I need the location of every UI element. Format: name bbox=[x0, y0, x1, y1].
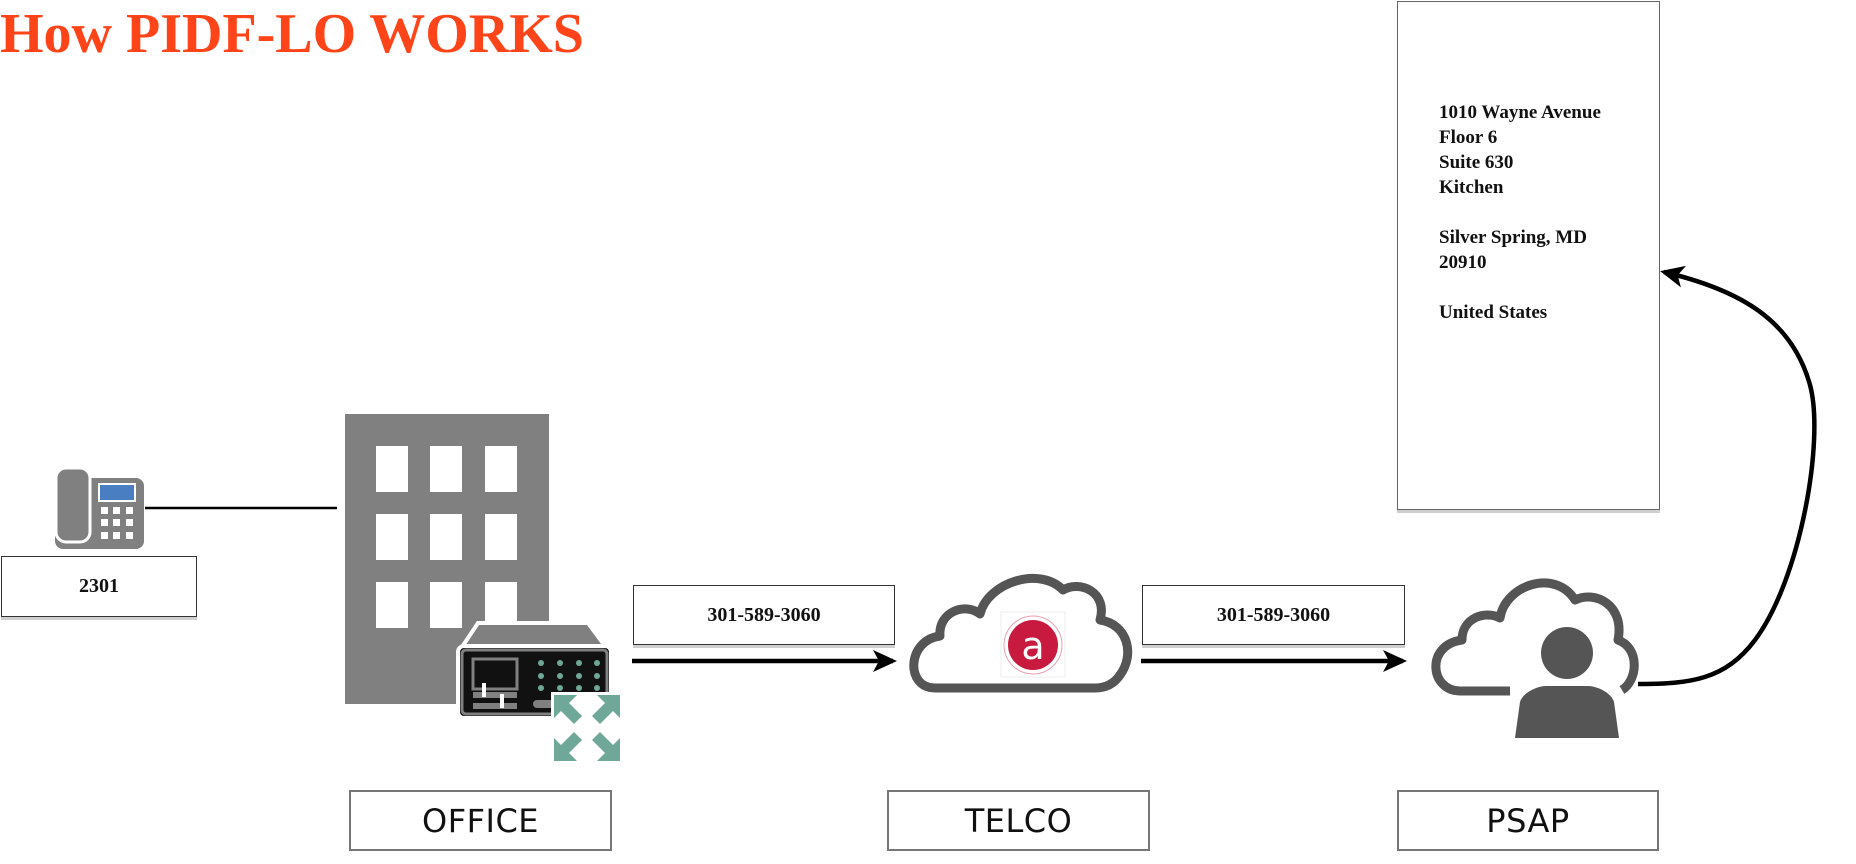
caller-number-text: 301-589-3060 bbox=[707, 603, 821, 626]
diagram-title: How PIDF-LO WORKS bbox=[0, 3, 584, 65]
address-spacer bbox=[1439, 275, 1601, 300]
psap-to-address-curved-arrow bbox=[1637, 265, 1817, 687]
extension-label-text: 2301 bbox=[79, 575, 119, 597]
address-line: 20910 bbox=[1439, 252, 1487, 273]
address-line: 1010 Wayne Avenue bbox=[1439, 102, 1601, 123]
pbx-gateway-icon bbox=[456, 621, 613, 720]
address-line: Kitchen bbox=[1439, 177, 1504, 198]
address-line: Silver Spring, MD bbox=[1439, 227, 1587, 248]
telco-logo-a-icon: a bbox=[1000, 611, 1066, 678]
address-spacer bbox=[1439, 200, 1601, 225]
telco-to-psap-number-label: 301-589-3060 bbox=[1142, 585, 1405, 645]
extension-label: 2301 bbox=[1, 556, 197, 617]
address-line: Suite 630 bbox=[1439, 152, 1514, 173]
telco-stage-label: TELCO bbox=[887, 790, 1150, 851]
psap-label-text: PSAP bbox=[1486, 801, 1570, 840]
expand-arrows-icon bbox=[551, 692, 623, 764]
caller-number-text: 301-589-3060 bbox=[1216, 603, 1331, 626]
psap-stage-label: PSAP bbox=[1397, 790, 1659, 851]
address-line: United States bbox=[1439, 302, 1548, 323]
address-line: Floor 6 bbox=[1439, 127, 1498, 148]
office-label-text: OFFICE bbox=[422, 801, 539, 840]
office-stage-label: OFFICE bbox=[349, 790, 612, 851]
telco-logo-letter: a bbox=[1021, 624, 1044, 668]
office-to-telco-number-label: 301-589-3060 bbox=[633, 585, 895, 645]
telco-label-text: TELCO bbox=[964, 801, 1073, 840]
desk-phone-icon bbox=[54, 466, 144, 549]
cloud-person-icon bbox=[1431, 578, 1639, 747]
